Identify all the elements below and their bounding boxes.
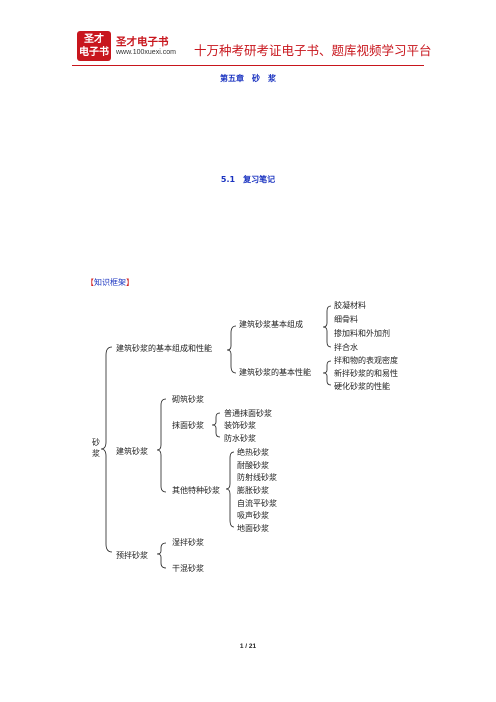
tree-node-special-mortar: 其他特种砂浆 [172, 486, 220, 495]
tree-leaf: 掺加料和外加剂 [334, 329, 390, 338]
tree-leaf: 绝热砂浆 [237, 448, 269, 457]
tree-leaf: 拌合水 [334, 343, 358, 352]
tree-leaf: 防水砂浆 [224, 434, 256, 443]
header-divider [72, 65, 424, 66]
tree-branch-ready-mixed-mortar: 预拌砂浆 [116, 551, 148, 560]
tree-leaf: 吸声砂浆 [237, 511, 269, 520]
chapter-title: 第五章 砂 浆 [220, 74, 276, 83]
logo-line-1: 圣才 [84, 34, 104, 45]
logo-line-2: 电子书 [79, 47, 109, 58]
brace-b2-c3 [225, 451, 235, 528]
tree-branch-building-mortar: 建筑砂浆 [116, 447, 148, 456]
page-number: 1 / 21 [239, 643, 257, 650]
tree-leaf: 拌和物的表观密度 [334, 356, 398, 365]
brace-b3 [156, 542, 167, 569]
brace-root [100, 346, 113, 553]
tree-leaf: 膨胀砂浆 [237, 486, 269, 495]
tree-leaf: 地面砂浆 [237, 524, 269, 533]
brace-b2 [156, 398, 167, 493]
knowledge-framework-heading: 【知识框架】 [86, 277, 134, 288]
brand-name: 圣才电子书 [116, 36, 169, 48]
brace-b1-c1 [322, 305, 332, 348]
tree-leaf: 耐酸砂浆 [237, 461, 269, 470]
tree-leaf: 硬化砂浆的性能 [334, 382, 390, 391]
knowledge-framework-title: 知识框架 [94, 278, 126, 287]
brace-b1 [226, 325, 237, 374]
tree-leaf: 胶凝材料 [334, 301, 366, 310]
tree-leaf: 细骨料 [334, 315, 358, 324]
tree-node-basic-performance: 建筑砂浆的基本性能 [239, 368, 311, 377]
logo: 圣才 电子书 [77, 31, 111, 61]
tree-node-basic-composition: 建筑砂浆基本组成 [239, 320, 303, 329]
brace-b1-c2 [322, 360, 332, 386]
tree-leaf: 新拌砂浆的和易性 [334, 369, 398, 378]
tree-leaf: 普通抹面砂浆 [224, 409, 272, 418]
section-title: 5.1 复习笔记 [220, 175, 276, 184]
tree-leaf: 防射线砂浆 [237, 473, 277, 482]
brace-b2-c2 [211, 412, 221, 438]
tree-leaf: 湿拌砂浆 [172, 538, 204, 547]
tree-leaf: 自流平砂浆 [237, 499, 277, 508]
bracket-close: 】 [126, 278, 134, 287]
tree-branch-basic-composition-performance: 建筑砂浆的基本组成和性能 [116, 344, 212, 353]
tree-leaf: 装饰砂浆 [224, 421, 256, 430]
brand-url[interactable]: www.100xuexi.com [116, 49, 176, 56]
header-slogan: 十万种考研考证电子书、题库视频学习平台 [194, 43, 432, 58]
tree-node-plastering-mortar: 抹面砂浆 [172, 421, 204, 430]
tree-root: 砂浆 [92, 438, 100, 458]
tree-leaf: 干混砂浆 [172, 564, 204, 573]
bracket-open: 【 [86, 278, 94, 287]
tree-node-masonry-mortar: 砌筑砂浆 [172, 395, 204, 404]
